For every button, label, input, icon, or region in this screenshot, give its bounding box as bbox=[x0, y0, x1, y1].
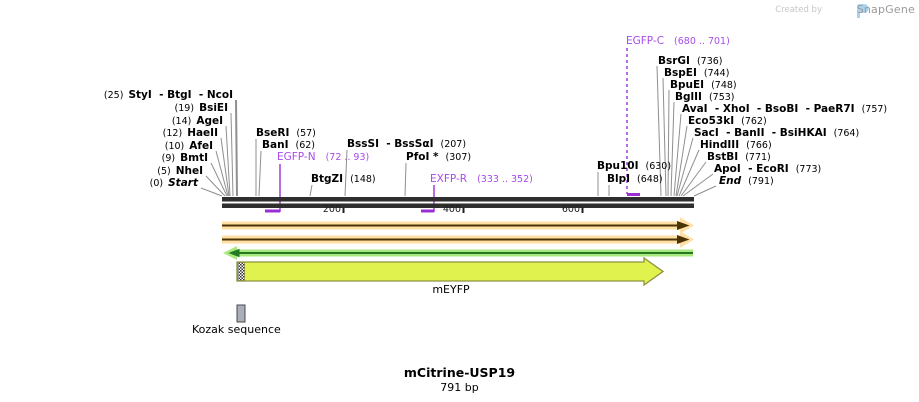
cds-meyfp-arrow[interactable] bbox=[236, 256, 665, 287]
site-label-haeii[interactable]: (12)HaeII bbox=[162, 127, 218, 140]
kozak-sequence-label[interactable]: Kozak sequence bbox=[192, 323, 281, 336]
site-label-bpuei[interactable]: BpuEI(748) bbox=[670, 79, 737, 92]
site-label-bmti[interactable]: (9)BmtI bbox=[161, 152, 208, 165]
site-label-eco53ki[interactable]: Eco53kI(762) bbox=[688, 115, 767, 128]
orf-frame1-arrow[interactable] bbox=[222, 217, 694, 234]
site-label-bseri[interactable]: BseRI(57) bbox=[256, 127, 316, 140]
site-label-btgzi[interactable]: BtgZI(148) bbox=[311, 173, 376, 186]
snapgene-logo-icon bbox=[857, 4, 869, 18]
site-label-apoi-ecori[interactable]: ApoI - EcoRI(773) bbox=[714, 163, 822, 176]
construct-length: 791 bp bbox=[440, 381, 479, 394]
primer-egfp-c-mark[interactable] bbox=[626, 48, 640, 196]
site-label-bsiei[interactable]: (19)BsiEI bbox=[174, 102, 228, 115]
created-by-text: Created by bbox=[775, 5, 822, 15]
site-label-nhei[interactable]: (5)NheI bbox=[157, 165, 203, 178]
leader-lines-right bbox=[656, 65, 717, 197]
ruler-tick-200: 200 bbox=[322, 204, 341, 215]
primer-label-egfp-n[interactable]: EGFP-N(72 .. 93) bbox=[277, 151, 370, 164]
cds-meyfp-label[interactable]: mEYFP bbox=[432, 283, 470, 296]
site-label-pfoi[interactable]: PfoI *(307) bbox=[406, 151, 472, 164]
site-label-avai-xhoi-bsobi-paer7i[interactable]: AvaI - XhoI - BsoBI - PaeR7I(757) bbox=[682, 103, 888, 116]
leader-lines-left bbox=[200, 99, 238, 197]
construct-title: mCitrine-USP19 bbox=[403, 365, 516, 380]
site-label-styi-btgi-ncoi[interactable]: (25)StyI - BtgI - NcoI bbox=[103, 89, 233, 102]
ruler-tick-400: 400 bbox=[442, 204, 461, 215]
sequence-bar[interactable] bbox=[222, 197, 694, 208]
site-label-saci-banii-bsihkai[interactable]: SacI - BanII - BsiHKAI(764) bbox=[694, 127, 860, 140]
site-label-bsrgi[interactable]: BsrGI(736) bbox=[658, 55, 723, 68]
kozak-feature-box[interactable] bbox=[236, 304, 246, 323]
orf-frame2-arrow[interactable] bbox=[222, 231, 694, 248]
site-label-agei[interactable]: (14)AgeI bbox=[171, 115, 223, 128]
snapgene-brand-text: SnapGene bbox=[856, 3, 915, 16]
orf-reverse-arrow[interactable] bbox=[223, 246, 693, 260]
site-label-bspei[interactable]: BspEI(744) bbox=[664, 67, 730, 80]
leader-lines-middle bbox=[255, 139, 610, 197]
site-label-bstbi[interactable]: BstBI(771) bbox=[707, 151, 771, 164]
site-label-afei[interactable]: (10)AfeI bbox=[164, 140, 213, 153]
site-label-start[interactable]: (0)Start bbox=[149, 177, 198, 190]
site-label-bglii[interactable]: BglII(753) bbox=[675, 91, 735, 104]
site-label-bani[interactable]: BanI(62) bbox=[262, 139, 315, 152]
ruler-tick-600: 600 bbox=[561, 204, 580, 215]
site-label-bsssi[interactable]: BssSI - BssSαI(207) bbox=[347, 138, 467, 151]
ruler-ticks bbox=[342, 207, 584, 213]
primer-label-egfp-c[interactable]: EGFP-C(680 .. 701) bbox=[626, 35, 730, 48]
primer-label-exfp-r[interactable]: EXFP-R(333 .. 352) bbox=[430, 173, 533, 186]
site-label-end[interactable]: End(791) bbox=[719, 175, 774, 188]
site-label-blpi[interactable]: BlpI(648) bbox=[607, 173, 663, 186]
site-label-hindiii[interactable]: HindIII(766) bbox=[700, 139, 772, 152]
site-label-bpu10i[interactable]: Bpu10I(630) bbox=[597, 160, 672, 173]
